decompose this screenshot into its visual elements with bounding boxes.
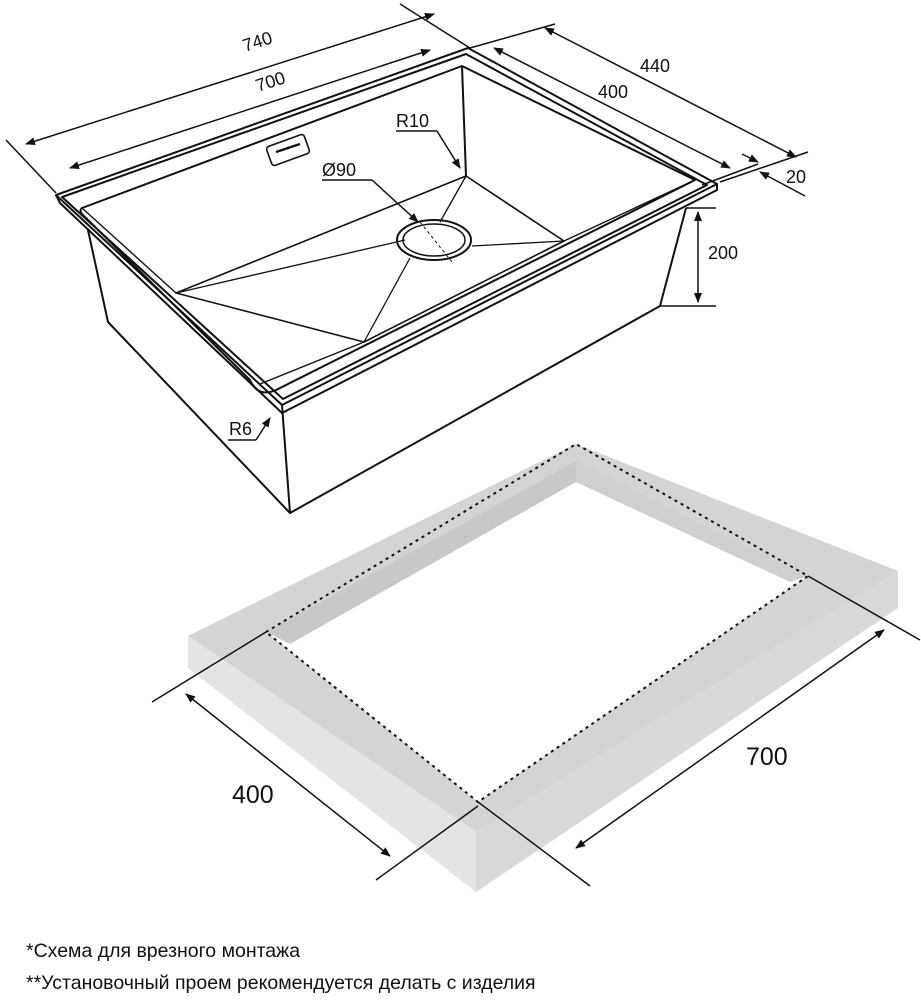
cutout-wall-back-right bbox=[576, 461, 808, 582]
bowl-corner-left bbox=[81, 207, 177, 294]
dim-200-label: 200 bbox=[708, 243, 738, 263]
outer-wall-left bbox=[87, 229, 291, 514]
dim-r10-label: R10 bbox=[396, 111, 429, 131]
dim-r6-label: R6 bbox=[229, 419, 252, 439]
dim-cutout-400-label: 400 bbox=[232, 781, 274, 809]
cutout-wall-back-left bbox=[266, 461, 576, 644]
bowl-opening bbox=[79, 65, 696, 394]
dim-740 bbox=[5, 3, 471, 194]
dim-drain-label: Ø90 bbox=[322, 160, 356, 180]
brand-badge-icon bbox=[265, 133, 311, 167]
note-cutout-recommendation: **Установочный проем рекомендуется делат… bbox=[26, 972, 536, 994]
dim-400-top-label: 400 bbox=[598, 82, 628, 102]
dim-cutout-400 bbox=[151, 631, 479, 881]
dim-200 bbox=[660, 207, 716, 307]
rim-edge bbox=[55, 184, 718, 414]
note-mounting-scheme: *Схема для врезного монтажа bbox=[26, 940, 301, 962]
dim-700-top-label: 700 bbox=[253, 67, 288, 95]
bowl-corner-front bbox=[259, 341, 365, 385]
sink-body bbox=[55, 47, 718, 514]
bowl-corner-right bbox=[563, 179, 696, 242]
drain-icon bbox=[396, 219, 472, 263]
dim-700-top bbox=[69, 49, 431, 169]
dim-440-label: 440 bbox=[640, 56, 670, 76]
dim-400-top bbox=[493, 47, 731, 169]
cutout-outline bbox=[264, 442, 810, 804]
bowl-back-corner bbox=[461, 65, 467, 177]
dim-cutout-700 bbox=[477, 575, 921, 887]
countertop-side-right bbox=[476, 571, 898, 892]
dim-drain bbox=[322, 179, 419, 223]
dim-20-label: 20 bbox=[786, 167, 806, 187]
dim-20 bbox=[701, 153, 806, 197]
countertop-side-left bbox=[188, 636, 476, 892]
dim-cutout-700-label: 700 bbox=[746, 743, 788, 771]
dim-740-label: 740 bbox=[240, 27, 275, 55]
dim-r6 bbox=[228, 417, 271, 441]
sink-rim-inner bbox=[61, 53, 708, 400]
bowl-floor bbox=[175, 175, 565, 343]
dim-r10 bbox=[396, 130, 461, 169]
dim-440 bbox=[469, 23, 809, 183]
floor-slopes bbox=[175, 175, 565, 343]
